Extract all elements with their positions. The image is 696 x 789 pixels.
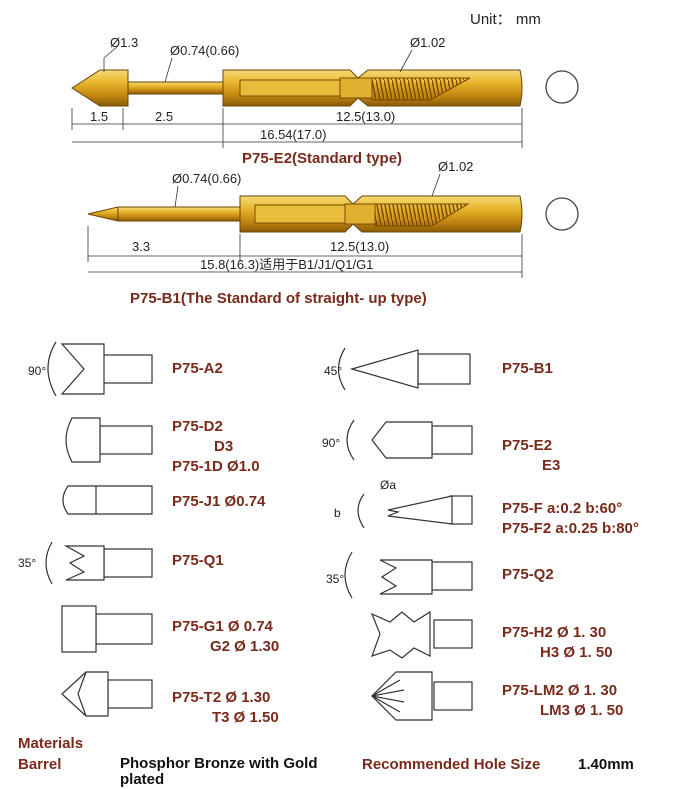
angle-f-b: b [334,506,341,520]
tip-g2-label: G2 Ø 1.30 [210,638,280,655]
tip-f2-label: P75-F2 a:0.25 b:80° [502,520,639,537]
dim-len-a-2: 3.3 [132,239,151,254]
tip-d2-label: P75-D2 [172,418,223,435]
dim-plunger-diameter-2: Ø0.74(0.66) [172,171,242,186]
probe-b1-drawing [87,195,579,233]
probe-b1-caption: P75-B1(The Standard of straight- up type… [130,290,427,307]
dim-len-total-2: 15.8(16.3)适用于B1/J1/Q1/G1 [200,257,374,272]
tip-e3-label: E3 [542,457,561,474]
barrel-material-value: Phosphor Bronze with Gold plated [120,755,318,788]
tip-j1-label: P75-J1 Ø0.74 [172,493,266,510]
tip-d3-label: D3 [214,438,234,455]
tip-a2-label: P75-A2 [172,360,223,377]
dim-barrel-diameter: Ø1.02 [410,35,446,50]
dim-len-barrel-2: 12.5(13.0) [330,239,390,254]
barrel-label: Barrel [18,756,62,773]
tip-drawings-left [45,341,153,717]
angle-e2: 90° [322,436,341,450]
angle-q1: 35° [18,556,37,570]
dim-tip-diameter: Ø1.3 [110,35,139,50]
tip-lm3-label: LM3 Ø 1. 50 [540,702,624,719]
probe-e2-drawing [71,69,579,107]
dim-len-a: 1.5 [90,109,109,124]
tip-q1-label: P75-Q1 [172,552,224,569]
probe-e2-dimensions [71,45,523,148]
probe-b1-dimensions [87,173,523,278]
unit-label: Unit： mm [470,11,541,28]
tip-1d-label: P75-1D Ø1.0 [172,458,260,475]
probe-e2-caption: P75-E2(Standard type) [242,150,403,167]
dim-len-barrel: 12.5(13.0) [336,109,396,124]
angle-q2: 35° [326,572,345,586]
tip-e2-label: P75-E2 [502,437,553,454]
tip-drawings-right [337,347,473,721]
tip-b1-label: P75-B1 [502,360,553,377]
dim-plunger-diameter: Ø0.74(0.66) [170,43,240,58]
tip-t2-label: P75-T2 Ø 1.30 [172,689,271,706]
tip-g1-label: P75-G1 Ø 0.74 [172,618,273,635]
tip-t3-label: T3 Ø 1.50 [212,709,279,726]
hole-size-label: Recommended Hole Size [362,756,541,773]
dim-len-total: 16.54(17.0) [260,127,327,142]
angle-b1: 45° [324,364,343,378]
materials-heading: Materials [18,735,84,752]
tip-f-label: P75-F a:0.2 b:60° [502,500,623,517]
tip-h2-label: P75-H2 Ø 1. 30 [502,624,607,641]
dim-len-b: 2.5 [155,109,174,124]
tip-h3-label: H3 Ø 1. 50 [540,644,613,661]
tip-lm2-label: P75-LM2 Ø 1. 30 [502,682,618,699]
tip-q2-label: P75-Q2 [502,566,554,583]
angle-f-a: Øa [380,478,397,492]
hole-size-value: 1.40mm [578,756,634,773]
angle-a2: 90° [28,364,47,378]
dim-barrel-diameter-2: Ø1.02 [438,159,474,174]
